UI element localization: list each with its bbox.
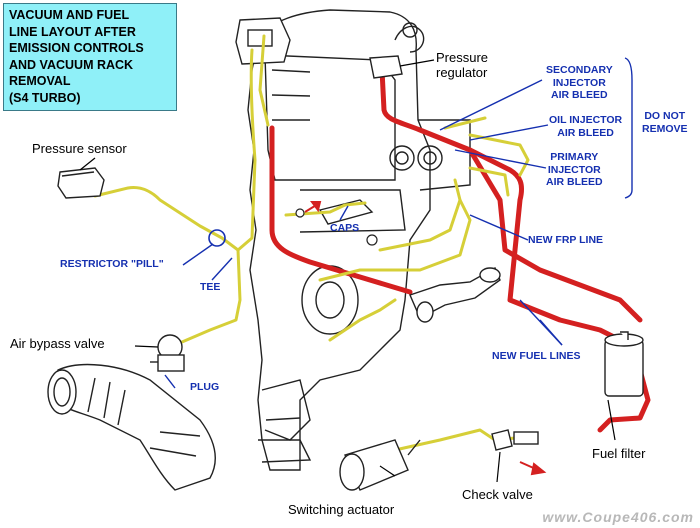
title-line: REMOVAL	[9, 74, 71, 88]
air-intake-hose	[47, 363, 216, 491]
label-tee: TEE	[200, 281, 221, 293]
title-line: VACUUM AND FUEL	[9, 8, 130, 22]
label-secondary-injector-air-bleed: SECONDARY INJECTOR AIR BLEED	[546, 64, 613, 102]
fuel-filter	[604, 331, 644, 397]
label-line: AIR BLEED	[546, 176, 603, 188]
flow-arrows	[304, 201, 547, 476]
label-line: INJECTOR	[547, 163, 601, 176]
label-pressure-sensor: Pressure sensor	[32, 141, 127, 156]
fuel-rail	[409, 267, 501, 323]
diagram-title: VACUUM AND FUEL LINE LAYOUT AFTER EMISSI…	[3, 3, 177, 111]
label-plug: PLUG	[190, 381, 220, 393]
label-line: AIR BLEED	[551, 89, 608, 101]
label-line: AIR BLEED	[557, 126, 614, 139]
pressure-sensor	[57, 167, 105, 199]
label-do-not-remove: DO NOT REMOVE	[642, 110, 688, 135]
caps-marker	[295, 208, 378, 246]
label-line: OIL INJECTOR	[549, 114, 623, 126]
vacuum-lines	[93, 34, 530, 452]
label-switching-actuator: Switching actuator	[288, 502, 395, 517]
label-pressure-regulator: Pressure regulator	[436, 50, 488, 80]
label-line: Pressure	[436, 50, 489, 65]
label-pointers	[79, 59, 616, 483]
label-caps: CAPS	[330, 222, 360, 234]
fuel-lines	[269, 67, 651, 433]
pressure-regulator	[369, 55, 403, 79]
check-valve	[491, 429, 539, 451]
label-new-fuel-lines: NEW FUEL LINES	[492, 350, 581, 362]
watermark: www.Coupe406.com	[542, 509, 694, 525]
label-restrictor-pill: RESTRICTOR "PILL"	[60, 258, 164, 270]
air-bypass-valve	[150, 334, 185, 372]
label-air-bypass-valve: Air bypass valve	[10, 336, 105, 351]
label-check-valve: Check valve	[462, 487, 533, 502]
label-line: INJECTOR	[552, 76, 606, 89]
restrictor-pill-marker	[208, 229, 226, 247]
label-line: PRIMARY	[550, 151, 599, 163]
label-new-frp-line: NEW FRP LINE	[528, 234, 604, 246]
label-fuel-filter: Fuel filter	[592, 446, 646, 461]
label-line: REMOVE	[642, 122, 688, 135]
title-line: EMISSION CONTROLS	[9, 41, 144, 55]
switching-actuator	[339, 439, 421, 491]
label-oil-injector-air-bleed: OIL INJECTOR AIR BLEED	[549, 114, 622, 139]
annotation-pointers	[164, 57, 633, 389]
label-line: SECONDARY	[546, 64, 613, 76]
label-primary-injector-air-bleed: PRIMARY INJECTOR AIR BLEED	[546, 151, 603, 189]
title-line: LINE LAYOUT AFTER	[9, 24, 136, 39]
title-line: (S4 TURBO)	[9, 90, 81, 105]
label-line: regulator	[436, 65, 488, 80]
label-line: DO NOT	[644, 110, 686, 122]
title-line: AND VACUUM RACK	[9, 57, 134, 72]
